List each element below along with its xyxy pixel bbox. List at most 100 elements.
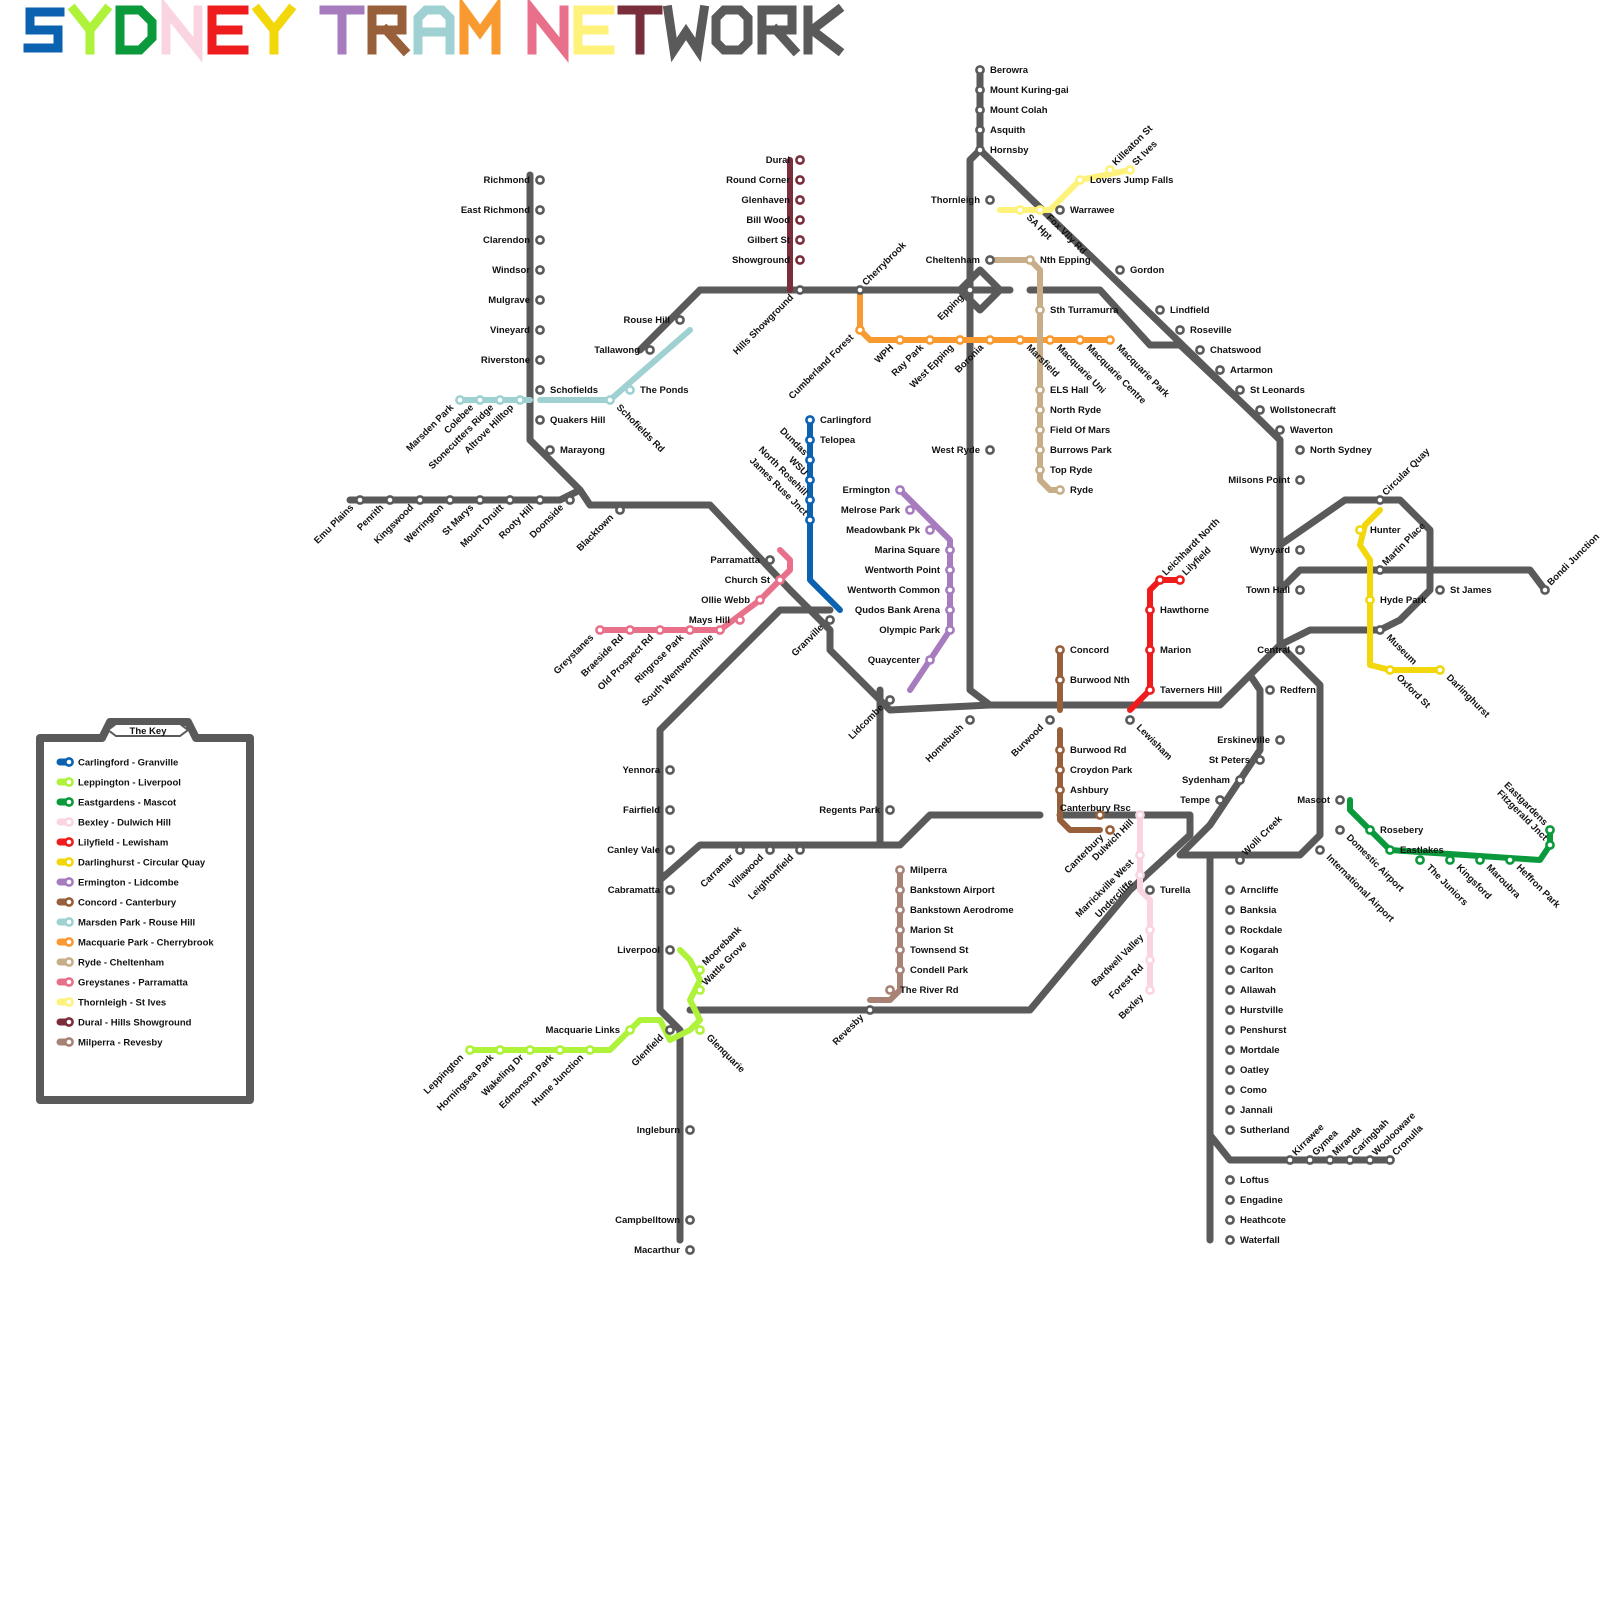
- station-mays-hill[interactable]: [735, 615, 745, 625]
- station-circular-quay[interactable]: [1375, 495, 1385, 505]
- station-sydenham[interactable]: [1235, 775, 1245, 785]
- station-como[interactable]: [1225, 1085, 1235, 1095]
- station-canterbury[interactable]: [1105, 825, 1115, 835]
- station-forest-rd[interactable]: [1145, 955, 1155, 965]
- station-qudos-bank-arena[interactable]: [945, 605, 955, 615]
- station-melrose-park[interactable]: [905, 505, 915, 515]
- station-leightonfield[interactable]: [795, 845, 805, 855]
- station-bankstown-aerodrome[interactable]: [895, 905, 905, 915]
- station-bill-wood[interactable]: [795, 215, 805, 225]
- station-richmond[interactable]: [535, 175, 545, 185]
- station-bardwell-valley[interactable]: [1145, 925, 1155, 935]
- station-gordon[interactable]: [1115, 265, 1125, 275]
- station-braeside-rd[interactable]: [625, 625, 635, 635]
- station-ingleburn[interactable]: [685, 1125, 695, 1135]
- station-schofields-rd[interactable]: [605, 395, 615, 405]
- station-macquarie-centre[interactable]: [1075, 335, 1085, 345]
- station-carramar[interactable]: [735, 845, 745, 855]
- station-heffron-park[interactable]: [1505, 855, 1515, 865]
- station-maroubra[interactable]: [1475, 855, 1485, 865]
- station-doonside[interactable]: [565, 495, 575, 505]
- station-kingsford[interactable]: [1445, 855, 1455, 865]
- station-kingswood[interactable]: [415, 495, 425, 505]
- station-st-leonards[interactable]: [1235, 385, 1245, 395]
- station-hunter[interactable]: [1355, 525, 1365, 535]
- station-mascot[interactable]: [1335, 795, 1345, 805]
- station-milperra[interactable]: [895, 865, 905, 875]
- station-the-river-rd[interactable]: [885, 985, 895, 995]
- station-cronulla[interactable]: [1385, 1155, 1395, 1165]
- station-canterbury-rsc[interactable]: [1095, 810, 1105, 820]
- station-top-ryde[interactable]: [1035, 465, 1045, 475]
- station-st-james[interactable]: [1435, 585, 1445, 595]
- station-ermington[interactable]: [895, 485, 905, 495]
- station-rockdale[interactable]: [1225, 925, 1235, 935]
- station-canley-vale[interactable]: [665, 845, 675, 855]
- station-lidcombe[interactable]: [885, 695, 895, 705]
- station-wentworth-point[interactable]: [945, 565, 955, 575]
- station-banksia[interactable]: [1225, 905, 1235, 915]
- station-mulgrave[interactable]: [535, 295, 545, 305]
- station-miranda[interactable]: [1325, 1155, 1335, 1165]
- station-cherrybrook[interactable]: [855, 285, 865, 295]
- station-wynyard[interactable]: [1295, 545, 1305, 555]
- station-eastgardens[interactable]: [1545, 825, 1555, 835]
- station-condell-park[interactable]: [895, 965, 905, 975]
- station-warrawee[interactable]: [1055, 205, 1065, 215]
- station-north-rosehill[interactable]: [805, 495, 815, 505]
- station-vineyard[interactable]: [535, 325, 545, 335]
- station-caringbah[interactable]: [1345, 1155, 1355, 1165]
- station-milsons-point[interactable]: [1295, 475, 1305, 485]
- station-roseville[interactable]: [1175, 325, 1185, 335]
- station-sutherland[interactable]: [1225, 1125, 1235, 1135]
- station-rooty-hill[interactable]: [535, 495, 545, 505]
- station-penrith[interactable]: [385, 495, 395, 505]
- station-the-juniors[interactable]: [1415, 855, 1425, 865]
- station-burwood-rd[interactable]: [1055, 745, 1065, 755]
- station-eastlakes[interactable]: [1385, 845, 1395, 855]
- station-redfern[interactable]: [1265, 685, 1275, 695]
- station-museum[interactable]: [1375, 625, 1385, 635]
- station-central[interactable]: [1295, 645, 1305, 655]
- station-lilyfield[interactable]: [1175, 575, 1185, 585]
- station-taverners-hill[interactable]: [1145, 685, 1155, 695]
- station-dural[interactable]: [795, 155, 805, 165]
- station-moorebank[interactable]: [695, 965, 705, 975]
- station-sa-hpt[interactable]: [1015, 205, 1025, 215]
- station-james-ruse-jnct[interactable]: [805, 515, 815, 525]
- station-nth-epping[interactable]: [1025, 255, 1035, 265]
- station-yennora[interactable]: [665, 765, 675, 775]
- station-bexley[interactable]: [1145, 985, 1155, 995]
- station-wakeling-dr[interactable]: [525, 1045, 535, 1055]
- station-asquith[interactable]: [975, 125, 985, 135]
- station-rosebery[interactable]: [1365, 825, 1375, 835]
- station-berowra[interactable]: [975, 65, 985, 75]
- station-schofields[interactable]: [535, 385, 545, 395]
- station-st-peters[interactable]: [1255, 755, 1265, 765]
- station-ringrose-park[interactable]: [685, 625, 695, 635]
- station-burrows-park[interactable]: [1035, 445, 1045, 455]
- station-homebush[interactable]: [965, 715, 975, 725]
- station-liverpool[interactable]: [665, 945, 675, 955]
- station-mount-colah[interactable]: [975, 105, 985, 115]
- station-colebee[interactable]: [475, 395, 485, 405]
- station-blacktown[interactable]: [615, 505, 625, 515]
- station-artarmon[interactable]: [1215, 365, 1225, 375]
- station-penshurst[interactable]: [1225, 1025, 1235, 1035]
- station-heathcote[interactable]: [1225, 1215, 1235, 1225]
- station-mount-druitt[interactable]: [505, 495, 515, 505]
- station-boronia[interactable]: [985, 335, 995, 345]
- station-marsfield[interactable]: [1015, 335, 1025, 345]
- station-altrove-hilltop[interactable]: [515, 395, 525, 405]
- station-kogarah[interactable]: [1225, 945, 1235, 955]
- station-ryde[interactable]: [1055, 485, 1065, 495]
- station-carlingford[interactable]: [805, 415, 815, 425]
- station-ashbury[interactable]: [1055, 785, 1065, 795]
- station-wph[interactable]: [895, 335, 905, 345]
- station-st-marys[interactable]: [475, 495, 485, 505]
- station-burwood[interactable]: [1045, 715, 1055, 725]
- station-glenhaven[interactable]: [795, 195, 805, 205]
- station-concord[interactable]: [1055, 645, 1065, 655]
- station-fairfield[interactable]: [665, 805, 675, 815]
- station-tallawong[interactable]: [645, 345, 655, 355]
